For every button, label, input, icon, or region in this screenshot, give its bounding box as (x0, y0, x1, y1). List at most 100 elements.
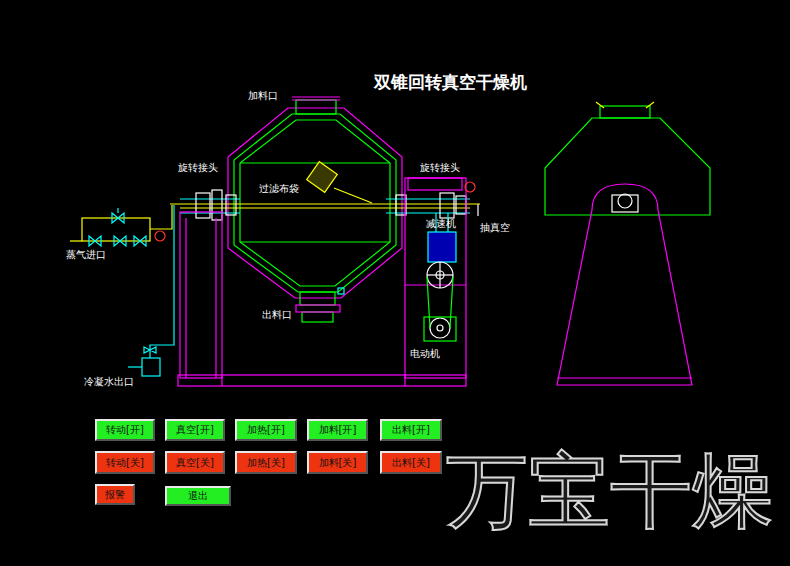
pulleys (430, 318, 450, 338)
control-button: 转动[关] (95, 451, 155, 474)
button-label: 加热[关] (247, 457, 285, 469)
control-button: 加料[开] (307, 419, 368, 441)
part-label: 旋转接头 (420, 162, 460, 174)
support-frames (180, 212, 222, 378)
side-view-lid-marks (646, 102, 654, 108)
part-label: 加料口 (248, 90, 278, 102)
rotary-joints (226, 195, 236, 215)
button-label: 真空[关] (176, 457, 214, 469)
outlet-valve (338, 288, 344, 294)
steam-valves (89, 208, 146, 246)
button-label: 加料[关] (319, 457, 357, 469)
control-button: 真空[开] (165, 419, 225, 441)
side-view-stand (557, 184, 692, 385)
outlet-valve (338, 288, 344, 294)
control-button: 加热[关] (235, 451, 297, 474)
vessel-jacket (228, 108, 402, 298)
pressure-gauges (155, 231, 165, 241)
part-label: 减速机 (426, 218, 456, 230)
control-button: 真空[关] (165, 451, 225, 474)
inlet-flange (292, 96, 340, 97)
part-label: 蒸气进口 (66, 249, 106, 261)
belt (424, 317, 456, 341)
condensate-piping (128, 205, 174, 376)
steam-valves (117, 208, 118, 213)
support-frames (185, 218, 186, 378)
rotation-axis (170, 203, 480, 204)
condensate-piping (150, 205, 174, 358)
pressure-gauges (465, 182, 475, 192)
side-view-lid-marks (596, 102, 604, 108)
condensate-piping (144, 347, 156, 353)
control-button: 加料[关] (307, 451, 368, 474)
vacuum-line (477, 204, 478, 216)
filter-bag (307, 162, 372, 203)
shafts (386, 198, 470, 199)
rotary-joints (456, 196, 466, 214)
control-button: 出料[关] (380, 451, 442, 474)
reducer (428, 232, 456, 262)
vacuum-line (477, 204, 478, 216)
part-label: 冷凝水出口 (84, 376, 134, 388)
part-label: 出料口 (262, 309, 292, 321)
button-label: 转动[关] (106, 457, 144, 469)
steam-piping (150, 205, 172, 229)
support-frames (178, 375, 466, 386)
filter-bag (334, 188, 372, 203)
part-label: 电动机 (410, 348, 440, 360)
belt (424, 277, 456, 341)
button-label: 转动[开] (106, 424, 144, 436)
support-frames (215, 218, 216, 378)
steam-valves (89, 236, 101, 246)
part-label: 抽真空 (480, 222, 510, 234)
outlet-flange (296, 305, 340, 312)
diagram-title: 双锥回转真空干燥机 (374, 71, 527, 93)
outlet (300, 292, 335, 322)
side-view-bearing (612, 194, 638, 212)
side-view-vessel (600, 106, 650, 118)
part-label: 旋转接头 (178, 162, 218, 174)
outlet (300, 292, 335, 305)
support-frames (405, 284, 466, 285)
rotation-axis (170, 204, 480, 208)
part-label: 过滤布袋 (259, 183, 299, 195)
control-button: 加热[开] (235, 419, 297, 441)
control-button: 报警 (95, 484, 135, 505)
steam-piping (70, 240, 82, 241)
rotary-joints (196, 193, 210, 218)
shafts (180, 199, 470, 213)
pulleys (427, 262, 453, 338)
vessel-jacket (228, 108, 402, 298)
vessel-body (234, 100, 396, 292)
condensate-piping (142, 358, 160, 376)
button-label: 加料[开] (319, 424, 357, 436)
control-button: 出料[开] (380, 419, 442, 441)
condensate-piping (128, 366, 142, 367)
support-frames (405, 178, 466, 378)
rotation-axis (180, 207, 470, 208)
vessel-body (296, 100, 336, 114)
button-label: 真空[开] (176, 424, 214, 436)
side-view-vessel (545, 118, 710, 215)
side-view-lid-marks (596, 102, 654, 108)
steam-valves (134, 236, 146, 246)
side-view-stand (557, 377, 692, 378)
rotary-joints (440, 193, 454, 218)
side-view-bearing (612, 195, 638, 212)
support-frames (221, 375, 222, 386)
vessel-body (240, 241, 390, 242)
steam-valves (112, 213, 124, 223)
control-button: 退出 (165, 486, 231, 506)
button-label: 加热[开] (247, 424, 285, 436)
vessel-body (234, 114, 396, 292)
vessel-body (240, 162, 390, 163)
side-view-stand (557, 184, 692, 385)
side-view-bearing (618, 194, 632, 208)
pressure-gauges (155, 182, 475, 241)
watermark: 万宝干燥 (446, 446, 774, 536)
inlet-flange (292, 99, 340, 100)
steam-valves (114, 236, 126, 246)
button-label: 出料[关] (392, 457, 430, 469)
outlet-flange (296, 305, 340, 312)
vessel-body (240, 120, 390, 286)
